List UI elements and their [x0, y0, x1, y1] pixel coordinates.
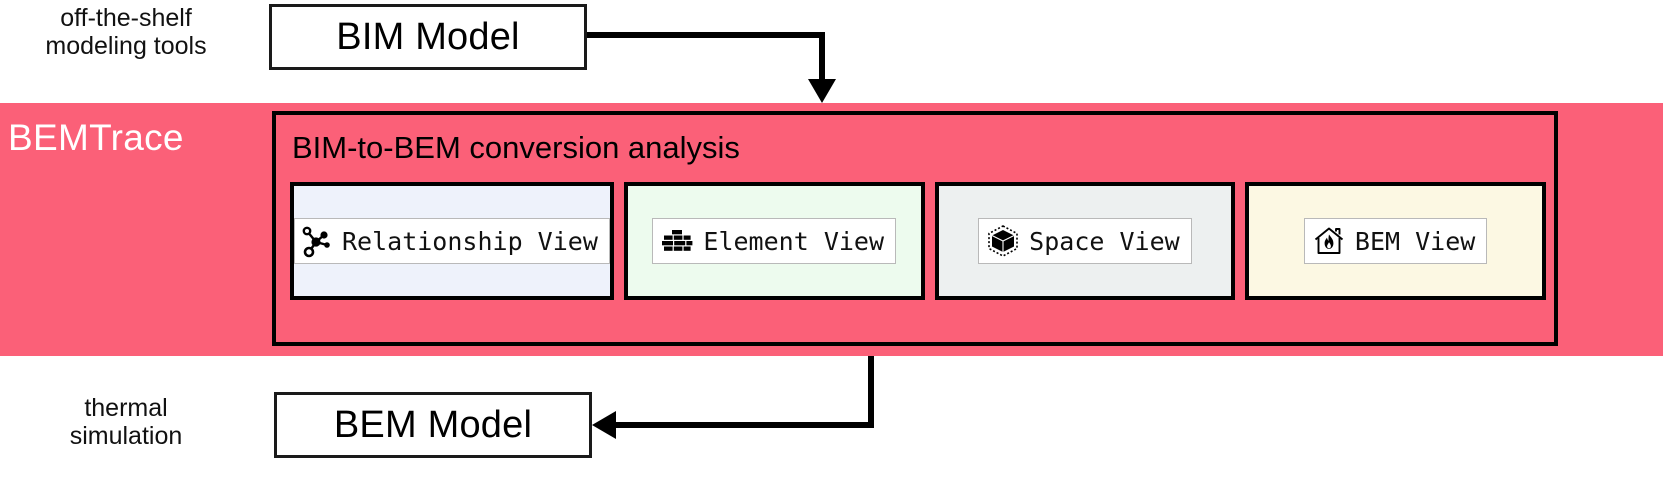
view-cards-row: Relationship View	[290, 182, 1546, 300]
view-chip-space: Space View	[978, 218, 1192, 264]
view-card-bem[interactable]: BEM View	[1245, 182, 1546, 300]
view-card-space[interactable]: Space View	[934, 182, 1236, 300]
bemtrace-label: BEMTrace	[8, 117, 184, 158]
bem-model-box: BEM Model	[274, 392, 592, 458]
conversion-analysis-panel: BIM-to-BEM conversion analysis	[272, 111, 1558, 346]
graph-network-icon	[299, 224, 333, 258]
view-card-element[interactable]: Element View	[623, 182, 925, 300]
view-label-space: Space View	[1029, 226, 1180, 256]
view-card-relationship[interactable]: Relationship View	[290, 182, 614, 300]
view-chip-relationship: Relationship View	[294, 218, 610, 264]
brick-wall-icon	[660, 224, 694, 258]
view-label-relationship: Relationship View	[342, 226, 598, 256]
caption-thermal-simulation: thermal simulation	[69, 394, 183, 450]
bim-model-label: BIM Model	[336, 15, 520, 58]
view-label-element: Element View	[703, 226, 885, 256]
house-flame-icon	[1312, 224, 1346, 258]
caption-modeling-tools: off-the-shelf modeling tools	[45, 4, 207, 60]
bim-to-bemtrace-arrow	[587, 32, 836, 103]
bemtrace-to-bem-arrow	[592, 356, 874, 439]
bemtrace-band: BEMTrace BIM-to-BEM conversion analysis	[0, 103, 1663, 356]
view-chip-bem: BEM View	[1303, 218, 1488, 264]
view-label-bem: BEM View	[1354, 226, 1476, 256]
view-chip-element: Element View	[652, 218, 897, 264]
bem-model-label: BEM Model	[333, 403, 533, 446]
conversion-analysis-title: BIM-to-BEM conversion analysis	[292, 130, 740, 165]
cube-3d-icon	[986, 224, 1020, 258]
bim-model-box: BIM Model	[269, 4, 587, 70]
